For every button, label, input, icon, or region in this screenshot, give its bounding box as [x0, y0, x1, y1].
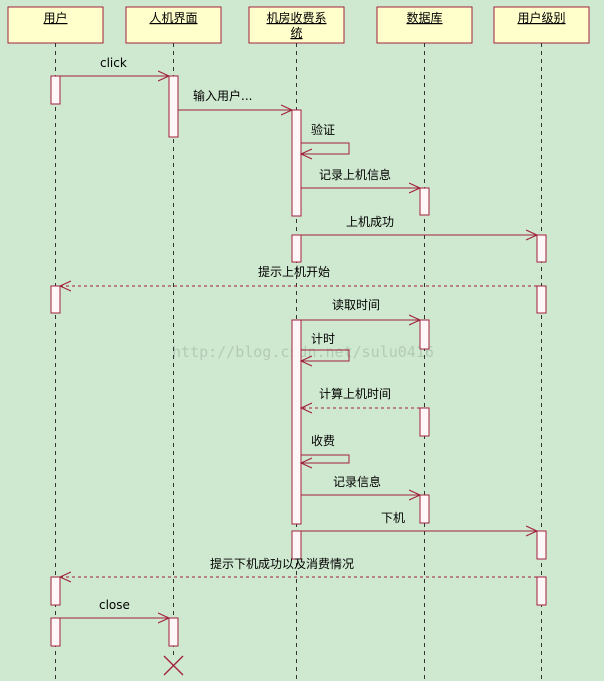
self-message-arrow	[301, 142, 350, 154]
activation-bar	[50, 576, 61, 606]
self-message-arrow	[301, 454, 350, 463]
message-label: 收费	[311, 434, 335, 448]
activation-bar	[419, 494, 430, 524]
participant-system: 机房收费系 统	[248, 6, 345, 44]
message-label: close	[99, 598, 130, 612]
participant-level: 用户级别	[493, 6, 590, 44]
activation-bar	[419, 187, 430, 216]
message-label: 输入用户...	[193, 88, 252, 103]
message-label: 提示上机开始	[258, 264, 330, 279]
activations	[50, 75, 547, 647]
activation-bar	[168, 617, 179, 647]
participant-ui: 人机界面	[125, 6, 222, 44]
activation-bar	[168, 75, 179, 138]
self-message-arrow	[301, 349, 350, 361]
participant-label-line2: 统	[290, 26, 302, 40]
destroy-x-icon	[163, 655, 184, 676]
activation-bar	[291, 234, 302, 263]
watermark: http://blog.csdn.net/sulu0416	[172, 343, 434, 361]
participant-label: 人机界面	[149, 11, 197, 25]
message-label: 读取时间	[332, 298, 380, 312]
activation-bar	[419, 407, 430, 437]
message-label: 提示下机成功以及消费情况	[210, 556, 354, 571]
activation-bar	[536, 576, 547, 606]
participant-label: 用户	[43, 10, 67, 25]
activation-bar	[50, 617, 61, 647]
message-label: 验证	[311, 122, 335, 137]
activation-bar	[419, 319, 430, 350]
participant-user: 用户	[7, 6, 104, 44]
message-label: 记录上机信息	[319, 167, 391, 182]
activation-bar	[536, 234, 547, 263]
message-label: 上机成功	[346, 215, 394, 229]
participant-db: 数据库	[376, 6, 473, 44]
activation-bar	[291, 109, 302, 217]
participant-label: 用户级别	[517, 10, 565, 25]
message-label: 记录信息	[333, 474, 381, 489]
message-label: 计时	[311, 332, 335, 346]
activation-bar	[291, 319, 302, 525]
activation-bar	[536, 285, 547, 314]
messages	[60, 76, 537, 618]
activation-bar	[291, 530, 302, 560]
activation-bar	[50, 75, 61, 105]
activation-bar	[50, 285, 61, 314]
message-label: 下机	[381, 511, 405, 525]
activation-bar	[536, 530, 547, 560]
participant-label: 机房收费系	[266, 10, 326, 25]
participant-label: 数据库	[406, 10, 442, 25]
message-label: click	[100, 56, 127, 70]
message-label: 计算上机时间	[319, 386, 391, 401]
